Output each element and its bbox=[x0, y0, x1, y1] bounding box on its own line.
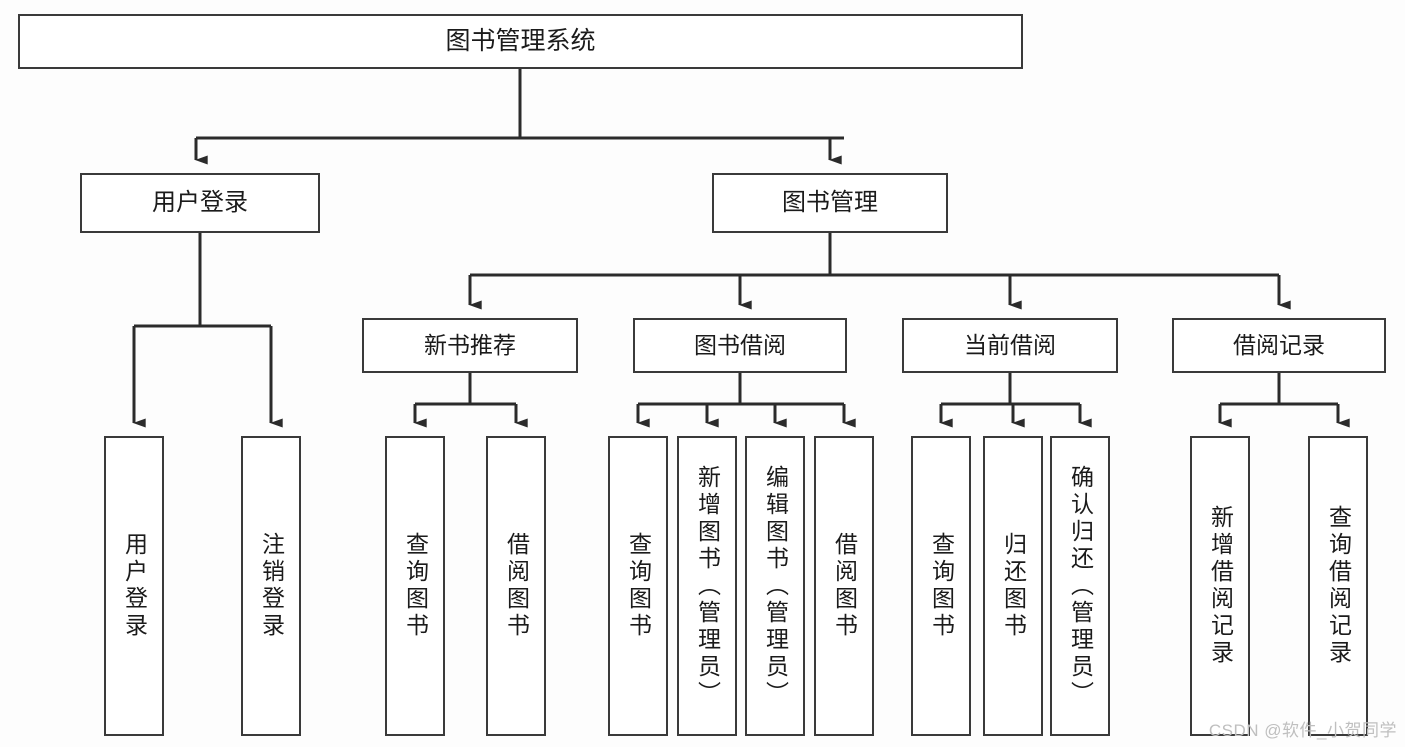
node-leaf-borrow-book-2[interactable]: 借阅图书 bbox=[814, 436, 874, 736]
node-leaf-query-book-2[interactable]: 查询图书 bbox=[608, 436, 668, 736]
node-new-book-recommend[interactable]: 新书推荐 bbox=[362, 318, 578, 373]
node-book-borrow-label: 图书借阅 bbox=[694, 332, 786, 358]
node-leaf-user-login-label: 用户登录 bbox=[121, 532, 148, 640]
node-leaf-query-book-3-label: 查询图书 bbox=[928, 532, 955, 640]
node-leaf-borrow-book-2-label: 借阅图书 bbox=[831, 532, 858, 640]
node-leaf-query-record[interactable]: 查询借阅记录 bbox=[1308, 436, 1368, 736]
node-current-borrow-label: 当前借阅 bbox=[964, 332, 1056, 358]
node-leaf-edit-book[interactable]: 编辑图书（管理员） bbox=[745, 436, 805, 736]
node-leaf-query-book-1-label: 查询图书 bbox=[402, 532, 429, 640]
node-leaf-add-record[interactable]: 新增借阅记录 bbox=[1190, 436, 1250, 736]
node-leaf-return-book-label: 归还图书 bbox=[1000, 532, 1027, 640]
node-leaf-add-record-label: 新增借阅记录 bbox=[1207, 505, 1234, 667]
node-leaf-borrow-book-1-label: 借阅图书 bbox=[503, 532, 530, 640]
node-leaf-query-book-1[interactable]: 查询图书 bbox=[385, 436, 445, 736]
node-leaf-logout-label: 注销登录 bbox=[258, 532, 285, 640]
node-book-manage[interactable]: 图书管理 bbox=[712, 173, 948, 233]
node-leaf-return-book[interactable]: 归还图书 bbox=[983, 436, 1043, 736]
node-leaf-confirm-return[interactable]: 确认归还（管理员） bbox=[1050, 436, 1110, 736]
node-leaf-query-book-3[interactable]: 查询图书 bbox=[911, 436, 971, 736]
node-borrow-record[interactable]: 借阅记录 bbox=[1172, 318, 1386, 373]
node-leaf-query-book-2-label: 查询图书 bbox=[625, 532, 652, 640]
node-root[interactable]: 图书管理系统 bbox=[18, 14, 1023, 69]
node-leaf-logout[interactable]: 注销登录 bbox=[241, 436, 301, 736]
node-root-label: 图书管理系统 bbox=[445, 27, 596, 55]
node-leaf-add-book-label: 新增图书（管理员） bbox=[694, 464, 721, 708]
node-leaf-confirm-return-label: 确认归还（管理员） bbox=[1067, 464, 1094, 708]
node-leaf-borrow-book-1[interactable]: 借阅图书 bbox=[486, 436, 546, 736]
node-current-borrow[interactable]: 当前借阅 bbox=[902, 318, 1118, 373]
node-book-manage-label: 图书管理 bbox=[782, 189, 878, 216]
node-leaf-edit-book-label: 编辑图书（管理员） bbox=[762, 464, 789, 708]
node-leaf-user-login[interactable]: 用户登录 bbox=[104, 436, 164, 736]
csdn-watermark: CSDN @软件_小贺同学 bbox=[1208, 721, 1397, 740]
node-leaf-query-record-label: 查询借阅记录 bbox=[1325, 505, 1352, 667]
node-user-login[interactable]: 用户登录 bbox=[80, 173, 320, 233]
node-leaf-add-book[interactable]: 新增图书（管理员） bbox=[677, 436, 737, 736]
node-user-login-label: 用户登录 bbox=[152, 189, 248, 216]
node-borrow-record-label: 借阅记录 bbox=[1233, 332, 1325, 358]
node-new-book-recommend-label: 新书推荐 bbox=[424, 332, 516, 358]
node-book-borrow[interactable]: 图书借阅 bbox=[633, 318, 847, 373]
